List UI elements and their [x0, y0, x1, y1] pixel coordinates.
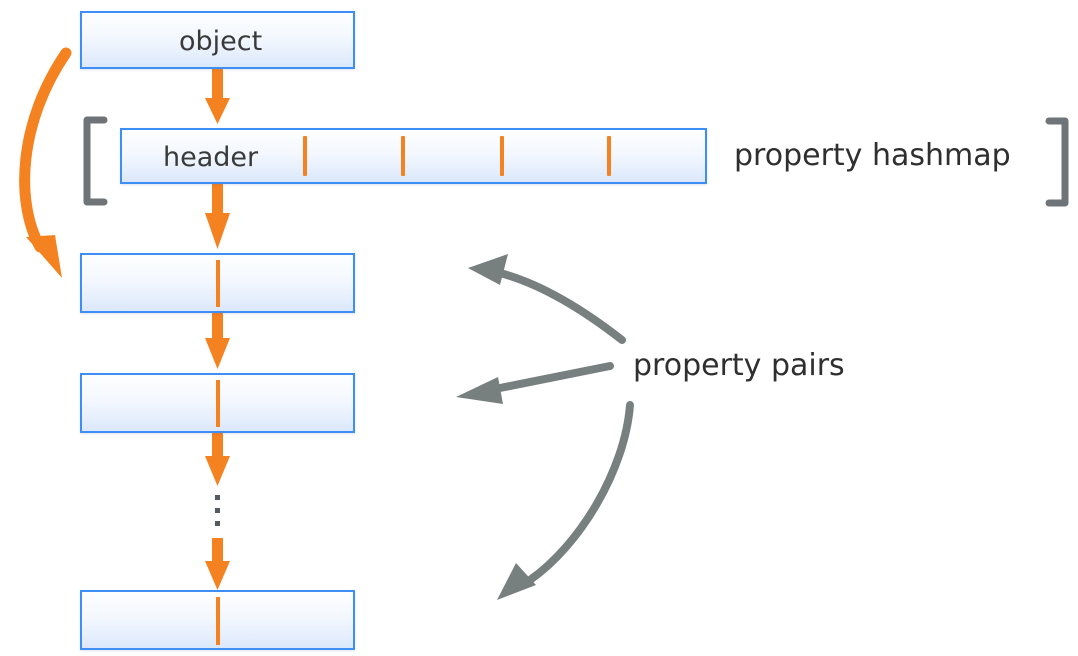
ellipsis-dot-3 [215, 521, 220, 526]
grey-arrow-upper [468, 254, 626, 344]
ellipsis-dot-2 [215, 508, 220, 513]
property-hashmap-label: property hashmap [734, 138, 1011, 173]
left-bracket [83, 116, 108, 206]
orange-line-through-pair1 [216, 260, 220, 307]
property-pairs-label: property pairs [633, 348, 845, 383]
orange-line-through-pair3 [216, 597, 220, 645]
hashmap-divider-1 [303, 136, 307, 176]
ellipsis-dot-1 [215, 495, 220, 500]
orange-arrow-pair2-to-ellipsis [205, 433, 230, 486]
orange-line-through-pair2 [216, 380, 220, 427]
orange-arrow-pair1-to-pair2 [205, 313, 230, 369]
orange-arrow-ellipsis-to-pair3 [205, 538, 230, 590]
orange-arrow-hashmap-to-pair1 [205, 184, 230, 249]
orange-curved-arrow [19, 47, 72, 278]
grey-arrow-middle [456, 362, 614, 404]
hashmap-divider-2 [401, 136, 405, 176]
grey-arrow-lower [497, 401, 634, 600]
hashmap-divider-3 [500, 136, 504, 176]
object-box[interactable] [80, 11, 355, 69]
object-box-label: object [179, 26, 263, 57]
orange-arrow-object-to-hashmap [205, 69, 230, 124]
right-bracket [1045, 117, 1069, 207]
hashmap-header-label: header [163, 142, 259, 173]
hashmap-divider-4 [607, 136, 611, 176]
